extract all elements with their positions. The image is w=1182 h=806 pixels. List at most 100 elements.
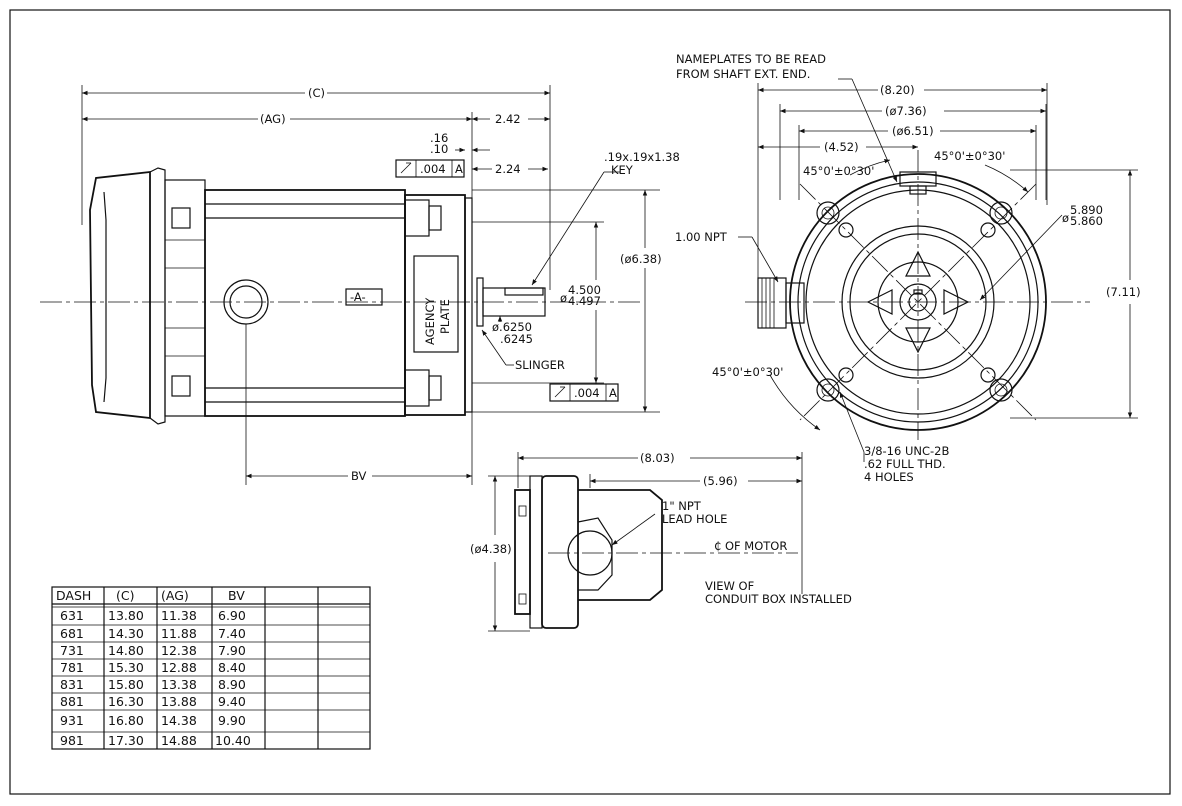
table-cell: 13.88 [161,694,197,709]
table-cell: 9.90 [218,713,246,728]
pilot-dia-lower: .6245 [500,332,533,346]
nameplate-note-line2: FROM SHAFT EXT. END. [676,67,810,81]
thread-note-line3: 4 HOLES [864,470,914,484]
bolt-circle-upper: 5.890 [1070,203,1103,217]
shaft-dia-prefix: ø [560,291,567,305]
side-view [40,85,660,485]
dim-16-label: .16 [430,131,448,145]
table-row: 731 14.80 12.38 7.90 [60,643,246,658]
table-header-cell: DASH [56,588,91,603]
dim-711-label: (7.11) [1106,285,1141,299]
table-row: 681 14.30 11.88 7.40 [60,626,246,641]
table-cell: 6.90 [218,608,246,623]
tolerance-datum-bottom: A [609,386,617,400]
view-note-line1: VIEW OF [705,579,754,593]
view-note-line2: CONDUIT BOX INSTALLED [705,592,852,606]
angle-label-top-right: 45°0'±0°30' [934,149,1005,163]
motor-centerline-label: ₵ OF MOTOR [714,539,787,553]
table-cell: 15.30 [108,660,144,675]
pilot-dia-upper: ø.6250 [492,320,532,334]
lead-hole-line1: 1" NPT [662,499,702,513]
table-header-cell: (AG) [161,588,189,603]
table-cell: 11.88 [161,626,197,641]
table-row: 981 17.30 14.88 10.40 [60,733,251,748]
tolerance-datum-top: A [455,162,463,176]
bolt-circle-prefix: ø [1062,211,1069,225]
drawing-border [9,9,1171,795]
dim-820-label: (8.20) [880,83,915,97]
table-cell: 931 [60,713,84,728]
dim-10-label: .10 [430,142,448,156]
dim-803-label: (8.03) [640,451,675,465]
table-cell: 11.38 [161,608,197,623]
thread-note-line2: .62 FULL THD. [864,457,946,471]
tolerance-value-bottom: .004 [574,386,600,400]
datum-a-label: -A- [350,290,366,304]
table-cell: 681 [60,626,84,641]
key-label-line2: KEY [611,163,634,177]
nameplate-note-line1: NAMEPLATES TO BE READ [676,52,826,66]
dim-bv-label: BV [351,469,367,483]
table-cell: 881 [60,694,84,709]
angle-label-bottom-left: 45°0'±0°30' [712,365,783,379]
shaft-dia-lower: 4.497 [568,294,601,308]
slinger-label: SLINGER [515,358,565,372]
table-cell: 12.88 [161,660,197,675]
table-cell: 8.40 [218,660,246,675]
table-cell: 15.80 [108,677,144,692]
table-cell: 17.30 [108,733,144,748]
dim-ag-label: (AG) [260,112,286,126]
dim-438-label: (ø4.38) [470,542,512,556]
key-label-line1: .19x.19x1.38 [604,150,680,164]
dim-736-label: (ø7.36) [885,104,927,118]
table-cell: 781 [60,660,84,675]
lead-hole-line2: LEAD HOLE [662,512,727,526]
table-header-cell: (C) [116,588,134,603]
agency-plate-line1: AGENCY [423,297,437,345]
table-row: 781 15.30 12.88 8.40 [60,660,246,675]
end-view [738,78,1138,462]
tolerance-value-top: .004 [420,162,446,176]
table-cell: 13.80 [108,608,144,623]
mount-ears [816,201,1013,402]
table-cell: 7.40 [218,626,246,641]
table-cell: 9.40 [218,694,246,709]
thread-note-line1: 3/8-16 UNC-2B [864,444,949,458]
table-cell: 981 [60,733,84,748]
dim-224-label: 2.24 [495,162,521,176]
table-cell: 13.38 [161,677,197,692]
dimension-labels: NAMEPLATES TO BE READ FROM SHAFT EXT. EN… [260,52,1141,606]
table-cell: 12.38 [161,643,197,658]
npt-label: 1.00 NPT [675,230,728,244]
table-cell: 16.30 [108,694,144,709]
shaft-dia-upper: 4.500 [568,283,601,297]
table-row: 831 15.80 13.38 8.90 [60,677,246,692]
table-cell: 14.38 [161,713,197,728]
table-cell: 14.80 [108,643,144,658]
angle-label-top-left: 45°0'±0°30' [803,164,874,178]
table-cell: 831 [60,677,84,692]
dim-452-label: (4.52) [824,140,859,154]
dim-c-label: (C) [308,86,325,100]
conduit-box-view [488,452,803,632]
dimension-table: DASH (C) (AG) BV 631 13.80 11.38 6.90 68… [51,586,371,750]
table-cell: 8.90 [218,677,246,692]
table-header-cell: BV [228,588,245,603]
bolt-circle-lower: 5.860 [1070,214,1103,228]
dim-651-label: (ø6.51) [892,124,934,138]
table-cell: 631 [60,608,84,623]
table-cell: 16.80 [108,713,144,728]
agency-plate-line2: PLATE [438,299,452,334]
dim-638-label: (ø6.38) [620,252,662,266]
table-row: 881 16.30 13.88 9.40 [60,694,246,709]
table-cell: 14.30 [108,626,144,641]
table-row: 631 13.80 11.38 6.90 [60,608,246,623]
table-header-row: DASH (C) (AG) BV [56,588,245,603]
dim-596-label: (5.96) [703,474,738,488]
table-cell: 731 [60,643,84,658]
table-cell: 7.90 [218,643,246,658]
dim-242-label: 2.42 [495,112,521,126]
table-row: 931 16.80 14.38 9.90 [60,713,246,728]
table-cell: 14.88 [161,733,197,748]
